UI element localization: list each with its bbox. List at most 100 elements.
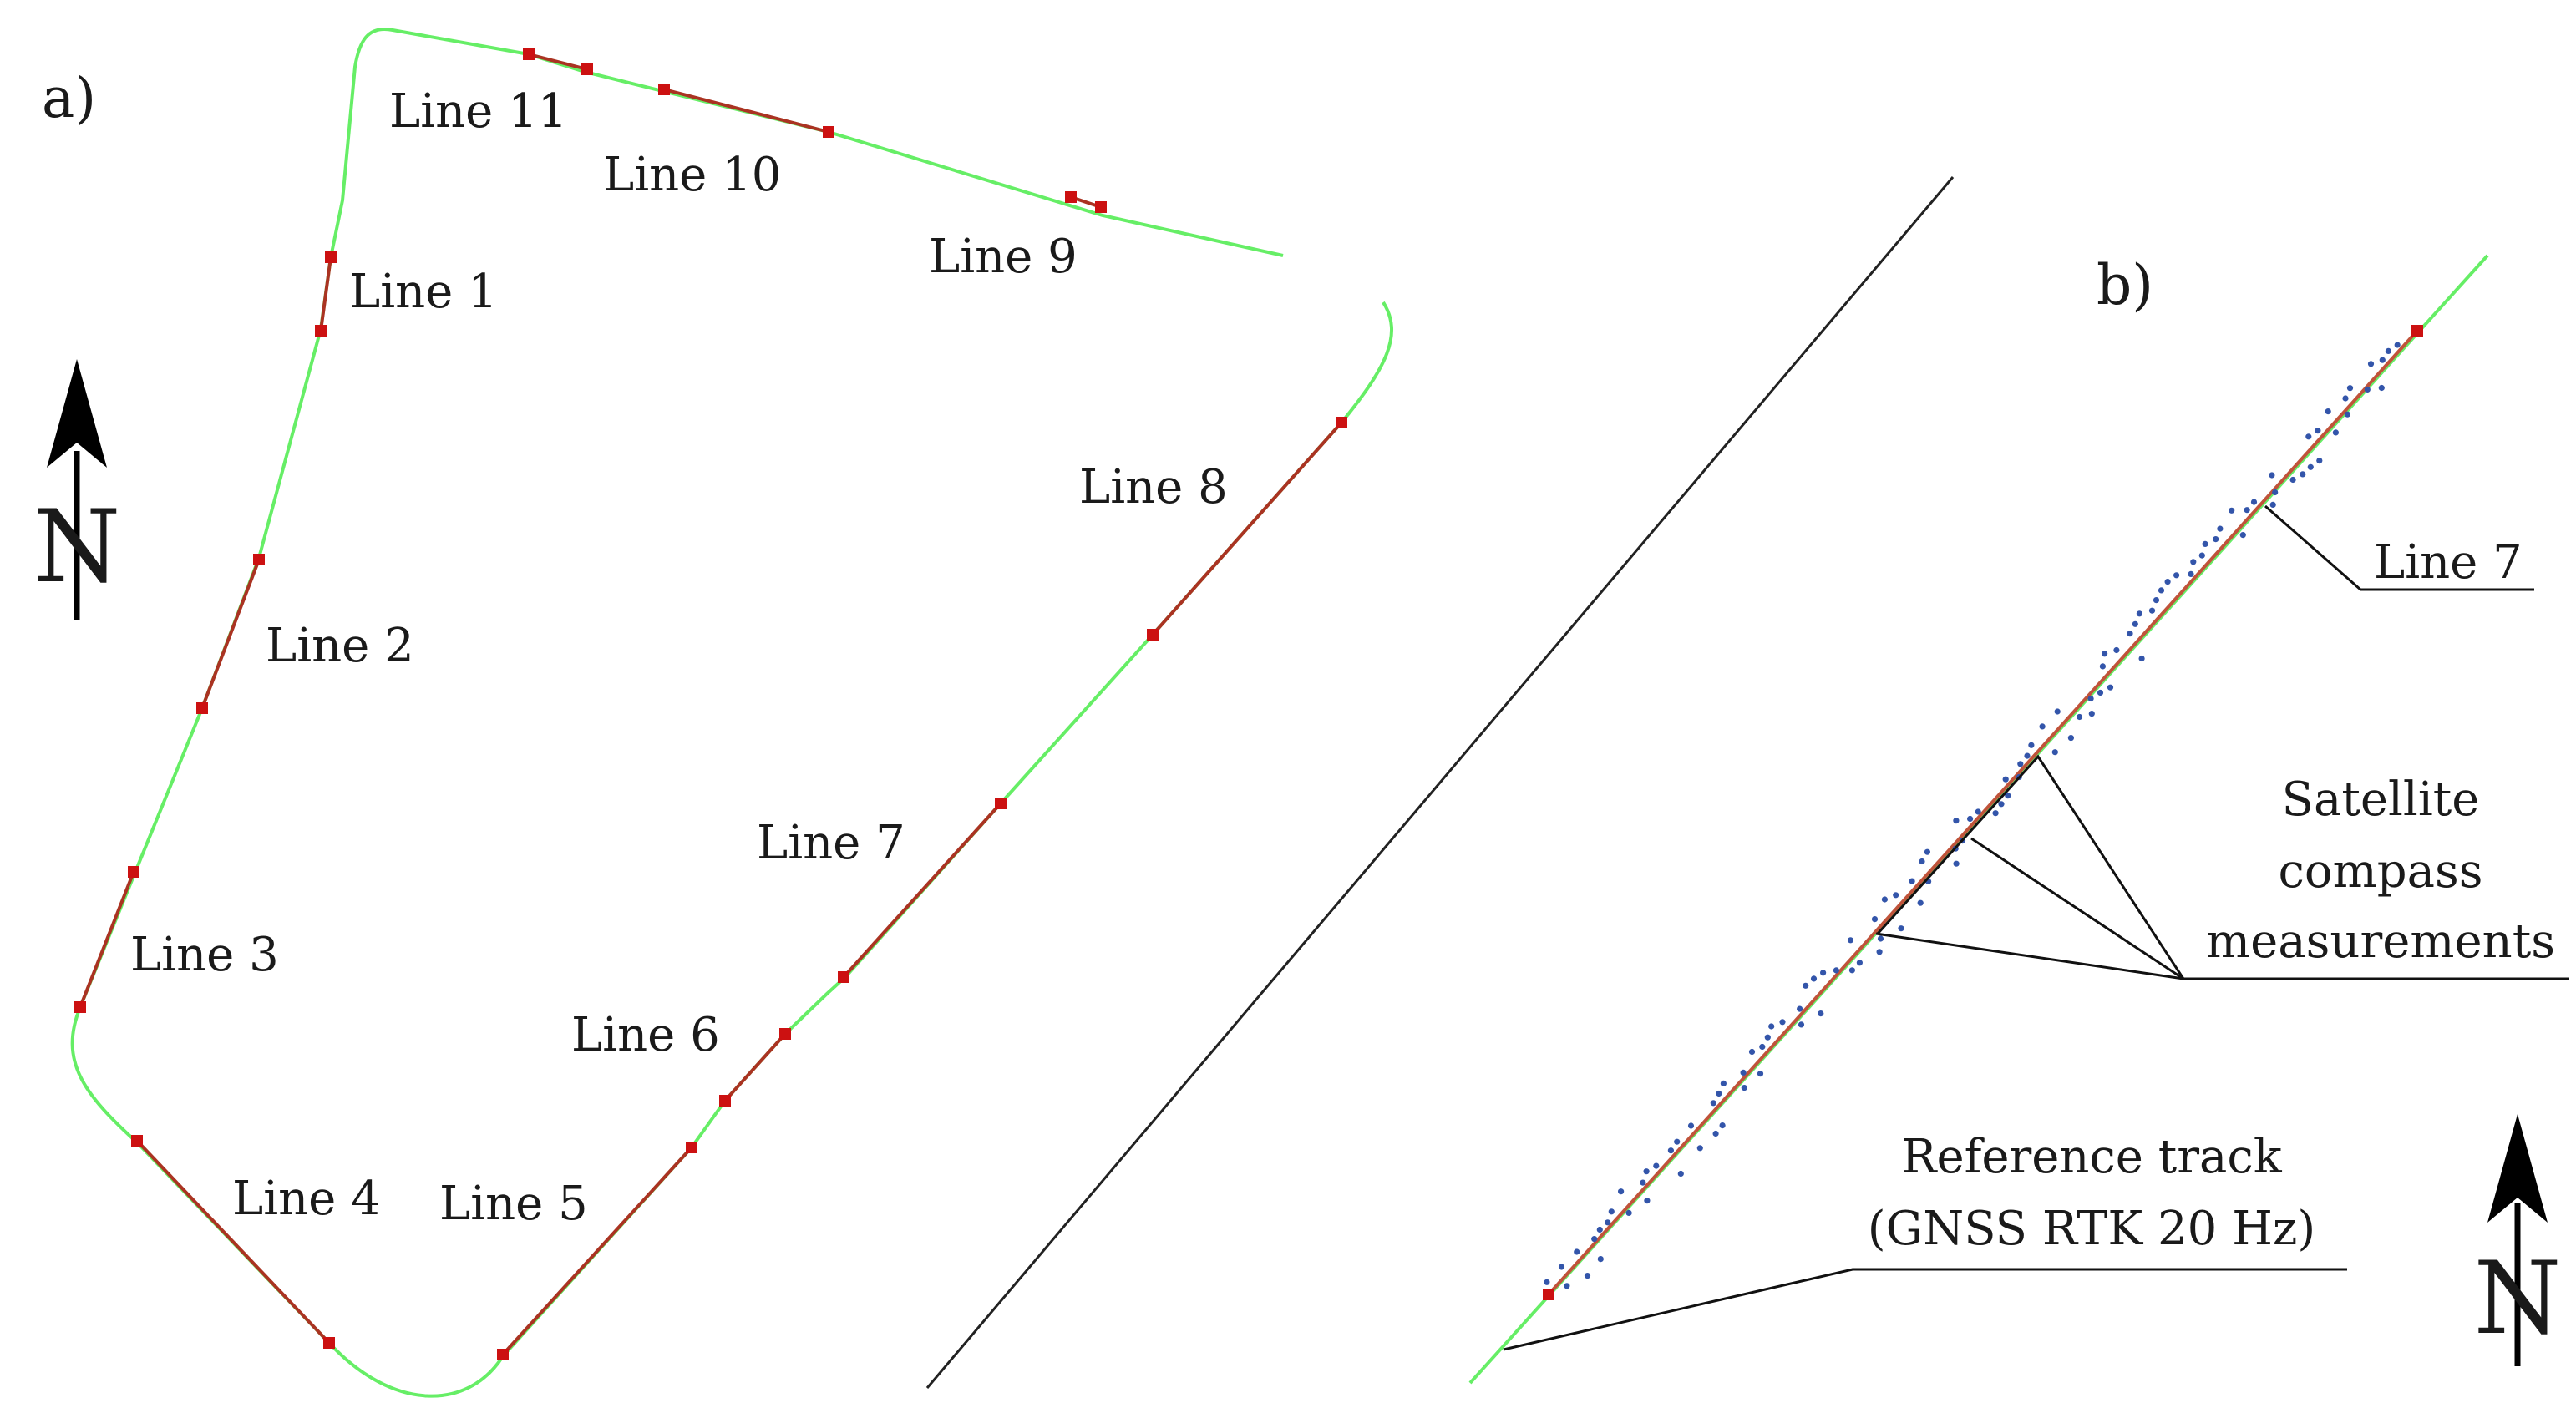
satellite-dot — [2385, 347, 2391, 354]
marker — [686, 1142, 697, 1153]
label-line-3: Line 3 — [130, 928, 279, 982]
marker — [658, 84, 670, 95]
segment-line-10 — [663, 88, 829, 134]
satellite-dot — [1820, 970, 1827, 976]
satellite-dot — [2087, 695, 2094, 702]
marker — [128, 866, 139, 878]
satellite-dot — [1798, 1021, 1805, 1028]
satellite-dot — [2113, 646, 2120, 654]
satellite-dot — [1643, 1168, 1650, 1175]
satellite-dot — [1759, 1043, 1766, 1051]
satellite-dot — [1574, 1248, 1580, 1255]
satellite-dot — [1893, 892, 1899, 899]
satellite-dot — [1596, 1226, 1603, 1233]
segment-markers-a — [74, 48, 1347, 1360]
marker — [74, 1001, 86, 1013]
satellite-dot — [2367, 361, 2375, 367]
satellite-dot — [2158, 587, 2165, 594]
satellite-dot — [2188, 570, 2194, 578]
satellite-dot — [1741, 1085, 1747, 1091]
satellite-dot — [1740, 1069, 1747, 1076]
satellite-dot — [2250, 499, 2258, 505]
satellite-dot — [1618, 1188, 1625, 1195]
satellite-dot — [1898, 925, 1904, 932]
satellite-dot — [1667, 1147, 1674, 1154]
satellite-dot — [1797, 1005, 1803, 1012]
satellite-dot — [2213, 536, 2219, 543]
marker — [323, 1337, 335, 1349]
satellite-dot — [1597, 1256, 1604, 1263]
satellite-dot — [1584, 1273, 1591, 1279]
label-line-11: Line 11 — [389, 84, 567, 139]
satellite-dot — [1625, 1209, 1632, 1216]
satellite-dot — [1917, 899, 1924, 906]
panel-divider — [925, 176, 1955, 1389]
satellite-dot — [1779, 1019, 1786, 1026]
satellite-dot — [2346, 385, 2354, 392]
marker — [1095, 201, 1107, 213]
satellite-dot — [1653, 1162, 1660, 1169]
satellite-dot — [2067, 735, 2074, 742]
label-line-4: Line 4 — [232, 1172, 381, 1226]
satellite-dot — [1644, 1198, 1651, 1204]
satellite-dot — [1764, 1034, 1771, 1041]
satellite-dot — [2088, 711, 2095, 717]
satellite-dot — [1919, 858, 1925, 865]
segment-line-3 — [79, 871, 135, 1008]
satellite-dot — [2315, 428, 2321, 434]
marker — [1543, 1289, 1554, 1300]
satellite-dot — [2028, 742, 2035, 748]
segment-line-2 — [200, 559, 261, 709]
label-line-8: Line 8 — [1079, 460, 1228, 514]
marker — [779, 1028, 791, 1040]
north-arrow-icon: N — [33, 359, 121, 620]
measured-segments-a — [79, 53, 1343, 1356]
satellite-dot — [2229, 507, 2235, 514]
north-arrow-icon: N — [2474, 1114, 2562, 1366]
segment-line-7 — [842, 802, 1002, 979]
satellite-label-line1: Satellite — [2282, 772, 2480, 827]
satellite-dot — [2138, 655, 2145, 662]
leader-lines — [1503, 504, 2569, 1351]
satellite-dot — [1992, 810, 1999, 817]
label-line-10: Line 10 — [603, 148, 781, 202]
satellite-dot — [1719, 1122, 1726, 1129]
satellite-dot — [2099, 663, 2106, 670]
north-letter-a: N — [33, 489, 121, 605]
leader-satellite — [1875, 754, 2569, 980]
satellite-dot — [2244, 507, 2250, 514]
satellite-dot — [2173, 572, 2180, 579]
satellite-dot — [1909, 878, 1915, 884]
satellite-dot — [1757, 1071, 1764, 1077]
satellite-dot — [2289, 476, 2296, 484]
satellite-dot — [2148, 607, 2156, 614]
marker — [523, 48, 535, 60]
marker — [1065, 191, 1077, 203]
satellite-dot — [2005, 793, 2011, 799]
segment-line-6 — [723, 1032, 787, 1102]
satellite-dot — [1748, 1048, 1756, 1056]
segment-line-4 — [135, 1139, 331, 1345]
satellite-dot — [1608, 1208, 1615, 1215]
label-line-7: Line 7 — [757, 816, 905, 870]
satellite-dot — [1833, 967, 1839, 974]
segment-line-1 — [319, 256, 332, 332]
satellite-dot — [2039, 723, 2046, 730]
satellite-dot — [2127, 631, 2133, 637]
leader-reference — [1503, 1268, 2347, 1351]
satellite-dot — [1953, 860, 1960, 867]
satellite-dot — [2102, 651, 2108, 657]
satellite-label-line3: measurements — [2206, 914, 2555, 969]
satellite-dot — [1674, 1138, 1681, 1145]
satellite-dot — [1677, 1170, 1684, 1178]
label-line-6: Line 6 — [571, 1008, 720, 1062]
north-letter-b: N — [2474, 1241, 2562, 1357]
satellite-dot — [1953, 818, 1960, 824]
label-line-5: Line 5 — [439, 1177, 588, 1231]
satellite-dot — [2364, 386, 2371, 393]
satellite-dot — [1710, 1100, 1716, 1107]
satellite-dot — [2190, 559, 2197, 565]
satellite-dot — [1881, 896, 1888, 903]
satellite-dot — [2316, 458, 2323, 464]
satellite-dot — [2153, 597, 2160, 604]
